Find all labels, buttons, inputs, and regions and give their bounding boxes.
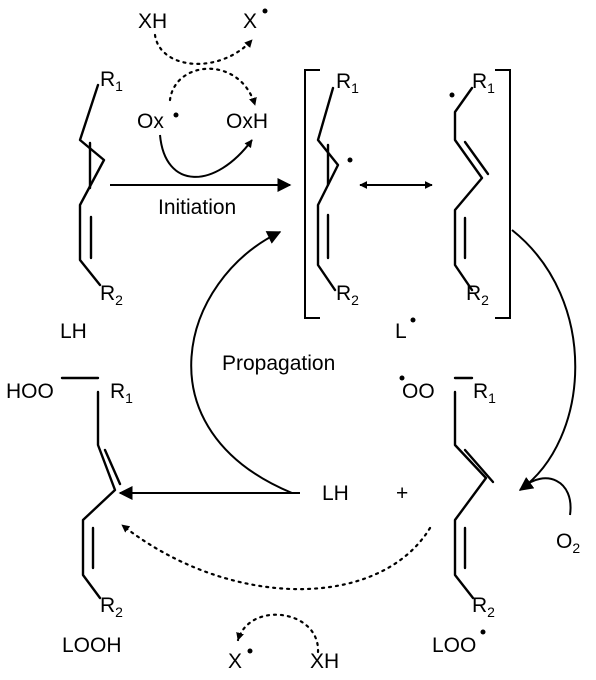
o2-label: O2: [556, 530, 580, 556]
lh-molecule: [78, 83, 106, 287]
lb-r1-label: R1: [472, 70, 495, 96]
loo-oo-radical-dot: [399, 375, 405, 381]
looh-hoo-label: HOO: [6, 380, 54, 403]
top-x-label: X: [243, 10, 257, 33]
lh-r1-label: R1: [100, 68, 123, 94]
bottom-xh-to-x-dotted-arrow: [236, 613, 320, 654]
looh-label: LOOH: [62, 634, 122, 657]
looh-r1-label: R1: [110, 380, 133, 406]
oxygenation-curve-arrow: [511, 229, 577, 491]
bottom-x-label: X: [228, 650, 242, 673]
lh-r2-label: R2: [100, 282, 123, 308]
propagation-curve-arrow: [190, 231, 293, 494]
top-x-radical-dot: [262, 8, 268, 14]
l-radical-structure-b: [453, 86, 490, 292]
ox-radical-dot: [173, 112, 179, 118]
bottom-xh-label: XH: [310, 650, 339, 673]
loo-oo-label: OO: [402, 380, 435, 403]
lb-r2-label: R2: [466, 282, 489, 308]
l-radical-structure-a: [316, 86, 340, 292]
l-radical-label-dot: [410, 317, 416, 323]
ox-to-oxh-dotted-arrow: [168, 67, 257, 107]
right-bracket: [495, 69, 511, 319]
propagation-lh-label: LH: [322, 482, 349, 505]
plus-sign: +: [396, 482, 408, 505]
oxh-label: OxH: [226, 110, 268, 133]
ox-label: Ox: [137, 110, 164, 133]
loo-r1-label: R1: [473, 380, 496, 406]
l-radical-dot-b: [449, 92, 455, 98]
initiation-label: Initiation: [158, 196, 236, 219]
loo-r2-label: R2: [472, 594, 495, 620]
l-radical-label: L: [395, 320, 407, 343]
top-xh-label: XH: [138, 10, 167, 33]
loo-radical-dot: [480, 629, 486, 635]
left-bracket: [304, 69, 320, 319]
bottom-x-radical-dot: [247, 648, 253, 654]
loo-to-looh-dotted-arrow: [120, 523, 432, 591]
la-r2-label: R2: [336, 282, 359, 308]
loo-radical-molecule: [453, 376, 495, 600]
xh-to-x-dotted-arrow: [153, 33, 254, 65]
o2-arrow: [521, 477, 572, 516]
looh-r2-label: R2: [100, 594, 123, 620]
propagation-label: Propagation: [222, 352, 335, 375]
loo-label: LOO: [432, 634, 476, 657]
looh-molecule: [60, 376, 122, 600]
l-radical-dot-a: [347, 157, 353, 163]
lh-label: LH: [60, 320, 87, 343]
la-r1-label: R1: [336, 70, 359, 96]
ox-to-oxh-arrow: [159, 134, 253, 178]
